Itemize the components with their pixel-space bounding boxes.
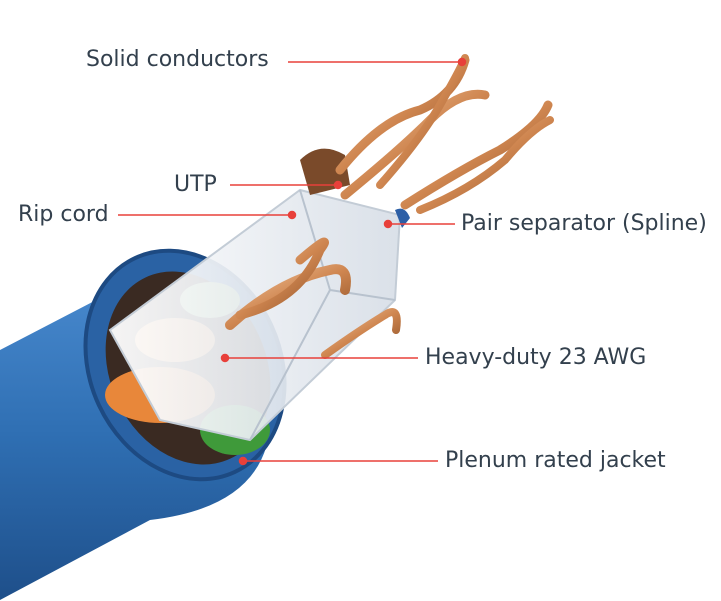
label-pair-separator: Pair separator (Spline)	[461, 211, 707, 237]
label-utp: UTP	[174, 172, 217, 198]
label-heavy-duty: Heavy-duty 23 AWG	[425, 345, 646, 371]
label-rip-cord: Rip cord	[18, 202, 109, 228]
label-solid-conductors: Solid conductors	[86, 47, 269, 73]
label-plenum-jacket: Plenum rated jacket	[445, 448, 666, 474]
spline-separator	[110, 190, 410, 440]
